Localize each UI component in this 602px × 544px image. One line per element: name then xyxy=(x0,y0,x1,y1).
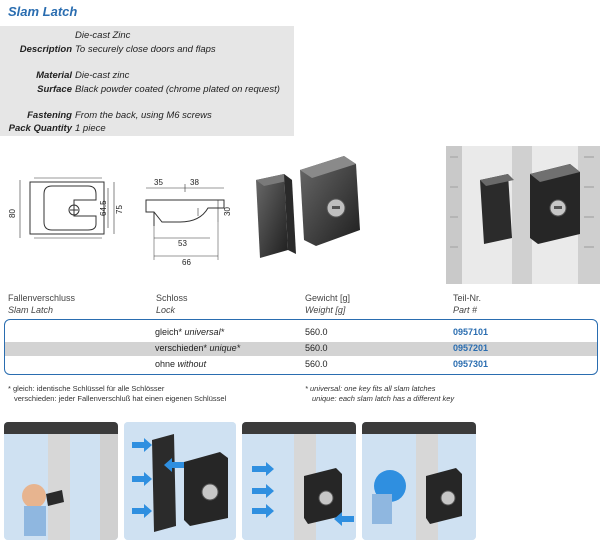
lock-en: universal* xyxy=(184,327,225,337)
dim-64-5: 64.5 xyxy=(99,200,108,216)
usage-photo-2 xyxy=(124,422,236,540)
footnote-en-1: * universal: one key fits all slam latch… xyxy=(305,384,436,393)
table-row: verschieden* unique* 560.0 0957201 xyxy=(5,342,597,356)
header-part-de: Teil-Nr. xyxy=(453,293,482,303)
dim-53: 53 xyxy=(178,239,187,248)
footnote-de-1: * gleich: identische Schlüssel für alle … xyxy=(8,384,165,393)
mounted-photo xyxy=(446,146,600,284)
info-value: To securely close doors and flaps xyxy=(75,44,216,55)
info-label: Surface xyxy=(37,84,72,95)
page-title: Slam Latch xyxy=(8,4,78,19)
dim-80: 80 xyxy=(8,209,17,218)
table-row: gleich* universal* 560.0 0957101 xyxy=(5,326,597,340)
info-label: Material xyxy=(36,70,72,81)
weight-value: 560.0 xyxy=(305,327,328,337)
header-slam-latch-en: Slam Latch xyxy=(8,305,54,315)
part-number-link[interactable]: 0957301 xyxy=(453,359,489,369)
lock-de: verschieden* xyxy=(155,343,208,353)
header-weight-en: Weight [g] xyxy=(305,305,346,315)
footnote-de-2: verschieden: jeder Fallenverschluß hat e… xyxy=(14,394,227,403)
usage-photo-3 xyxy=(242,422,356,540)
info-label: Pack Quantity xyxy=(8,123,72,134)
info-value: From the back, using M6 screws xyxy=(75,110,212,121)
lock-de: ohne xyxy=(155,359,176,369)
info-value: 1 piece xyxy=(75,123,106,134)
table-row: ohne without 560.0 0957301 xyxy=(5,358,597,372)
info-label: Fastening xyxy=(27,110,72,121)
dim-30: 30 xyxy=(223,207,232,216)
header-part-en: Part # xyxy=(453,305,478,315)
weight-value: 560.0 xyxy=(305,359,328,369)
part-number-link[interactable]: 0957101 xyxy=(453,327,489,337)
footnote-en-2: unique: each slam latch has a different … xyxy=(312,394,455,403)
dim-35: 35 xyxy=(154,178,163,187)
usage-photo-1 xyxy=(4,422,118,540)
header-slam-latch-de: Fallenverschluss xyxy=(8,293,76,303)
info-value: Die-cast Zinc xyxy=(75,30,131,41)
lock-en: without xyxy=(177,359,207,369)
dim-66: 66 xyxy=(182,258,191,267)
header-lock-de: Schloss xyxy=(156,293,188,303)
header-weight-de: Gewicht [g] xyxy=(305,293,351,303)
dim-75: 75 xyxy=(115,205,124,214)
header-lock-en: Lock xyxy=(156,305,176,315)
part-number-link[interactable]: 0957201 xyxy=(453,343,489,353)
dim-38: 38 xyxy=(190,178,199,187)
info-box: Die-cast Zinc Description To securely cl… xyxy=(0,26,294,136)
info-value: Die-cast zinc xyxy=(75,70,130,81)
product-image xyxy=(256,156,360,258)
weight-value: 560.0 xyxy=(305,343,328,353)
usage-photo-4 xyxy=(362,422,476,540)
info-label: Description xyxy=(19,44,72,55)
lock-de: gleich* xyxy=(155,327,183,337)
technical-drawing: 80 75 64.5 35 38 30 53 66 xyxy=(8,177,232,267)
product-table: gleich* universal* 560.0 0957101 verschi… xyxy=(4,319,598,375)
info-value: Black powder coated (chrome plated on re… xyxy=(75,84,280,95)
lock-en: unique* xyxy=(209,343,241,353)
